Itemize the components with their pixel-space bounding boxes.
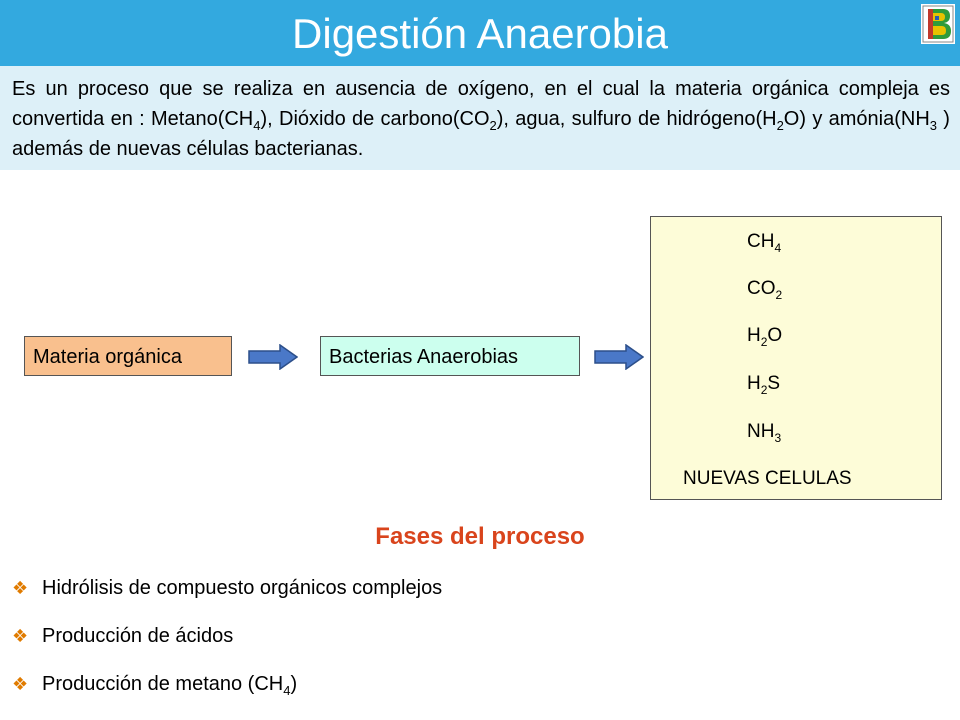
intro-panel: Es un proceso que se realiza en ausencia… xyxy=(0,66,960,170)
diamond-bullet-icon: ❖ xyxy=(12,674,29,694)
product-ch4: CH4 xyxy=(747,231,782,255)
phase-item: ❖Producción de ácidos xyxy=(12,622,233,650)
product-nh3: NH3 xyxy=(747,421,782,445)
logo-icon xyxy=(921,4,955,44)
product-co2: CO2 xyxy=(747,278,783,302)
product-h2s: H2S xyxy=(747,373,781,397)
product-nuevas-celulas: NUEVAS CELULAS xyxy=(683,468,852,489)
phase-item: ❖Hidrólisis de compuesto orgánicos compl… xyxy=(12,574,442,602)
diamond-bullet-icon: ❖ xyxy=(12,626,29,646)
page-title: Digestión Anaerobia xyxy=(292,10,668,57)
diamond-bullet-icon: ❖ xyxy=(12,578,29,598)
phase-item: ❖Producción de metano (CH4) xyxy=(12,670,297,698)
products-box: CH4 CO2 H2O H2S NH3 NUEVAS CELULAS xyxy=(650,216,942,500)
input-box-materia-organica: Materia orgánica xyxy=(24,336,232,376)
arrow-right-icon xyxy=(248,344,298,370)
process-box-bacterias: Bacterias Anaerobias xyxy=(320,336,580,376)
phases-title: Fases del proceso xyxy=(375,523,585,550)
title-bar xyxy=(0,0,960,66)
product-h2o: H2O xyxy=(747,325,783,349)
intro-text: Es un proceso que se realiza en ausencia… xyxy=(12,78,950,160)
arrow-right-icon xyxy=(594,344,644,370)
